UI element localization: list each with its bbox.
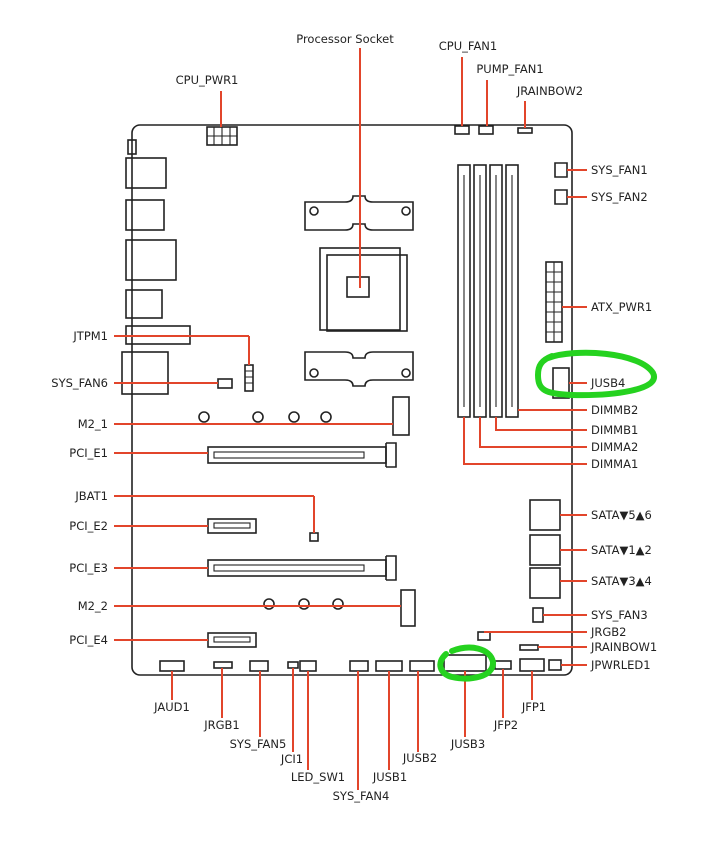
jtpm1-connector — [244, 364, 254, 392]
label-pci-e3: PCI_E3 — [69, 561, 108, 575]
label-sys-fan4: SYS_FAN4 — [333, 789, 390, 803]
pci-e2-slot — [207, 518, 257, 534]
jusb3-highlight-circle — [437, 644, 496, 682]
label-sata12: SATA▼1▲2 — [591, 543, 652, 557]
label-sata56: SATA▼5▲6 — [591, 508, 652, 522]
label-jusb1: JUSB1 — [372, 770, 407, 784]
label-jrgb2: JRGB2 — [590, 625, 627, 639]
label-pci-e1: PCI_E1 — [69, 446, 108, 460]
pci-e3-slot — [207, 555, 397, 581]
standoff-holes — [198, 411, 344, 610]
pci-e1-slot — [207, 442, 397, 468]
label-m2-2: M2_2 — [78, 599, 108, 613]
label-cpu-pwr1: CPU_PWR1 — [176, 73, 239, 87]
m2-1-slot — [392, 396, 410, 436]
label-sys-fan3: SYS_FAN3 — [591, 608, 648, 622]
board-outline — [131, 124, 573, 676]
label-jusb4: JUSB4 — [590, 376, 625, 390]
label-m2-1: M2_1 — [78, 417, 108, 431]
label-dimmb1: DIMMB1 — [591, 423, 638, 437]
label-jrgb1: JRGB1 — [203, 718, 240, 732]
label-jfp2: JFP2 — [493, 718, 518, 732]
label-sys-fan1: SYS_FAN1 — [591, 163, 648, 177]
atx-pwr1-connector — [545, 261, 563, 343]
pci-e4-slot — [207, 632, 257, 648]
cpu-pwr1-connector — [206, 126, 238, 146]
label-sata34: SATA▼3▲4 — [591, 574, 652, 588]
label-jusb2: JUSB2 — [402, 751, 437, 765]
label-processor-socket: Processor Socket — [296, 32, 394, 46]
label-led-sw1: LED_SW1 — [291, 770, 345, 784]
processor-socket — [319, 247, 408, 332]
label-jpwrled1: JPWRLED1 — [590, 658, 651, 672]
jusb4-highlight-circle — [535, 349, 657, 399]
label-jfp1: JFP1 — [521, 700, 546, 714]
dimm-slots — [457, 164, 519, 418]
jbat1-jumper — [309, 532, 319, 542]
label-jaud1: JAUD1 — [153, 700, 190, 714]
label-pump-fan1: PUMP_FAN1 — [476, 62, 543, 76]
label-pci-e2: PCI_E2 — [69, 519, 108, 533]
bottom-edge-headers — [159, 631, 562, 672]
label-atx-pwr1: ATX_PWR1 — [591, 300, 652, 314]
label-sys-fan6: SYS_FAN6 — [51, 376, 108, 390]
label-dimmb2: DIMMB2 — [591, 403, 638, 417]
component-labels: Processor Socket CPU_FAN1 PUMP_FAN1 JRAI… — [51, 32, 657, 803]
sys-fan3-header — [532, 607, 544, 623]
leader-lines — [114, 48, 587, 790]
label-jusb3: JUSB3 — [450, 737, 485, 751]
label-jrainbow2: JRAINBOW2 — [516, 84, 583, 98]
label-jrainbow1: JRAINBOW1 — [590, 640, 657, 654]
m2-2-slot — [400, 589, 416, 627]
sata-ports — [529, 499, 561, 599]
label-jtpm1: JTPM1 — [72, 329, 108, 343]
socket-bracket-bottom — [304, 351, 414, 387]
label-cpu-fan1: CPU_FAN1 — [439, 39, 497, 53]
label-pci-e4: PCI_E4 — [69, 633, 108, 647]
socket-bracket-top — [304, 195, 414, 231]
label-sys-fan2: SYS_FAN2 — [591, 190, 648, 204]
label-jbat1: JBAT1 — [74, 489, 108, 503]
label-sys-fan5: SYS_FAN5 — [230, 737, 287, 751]
label-dimma2: DIMMA2 — [591, 440, 638, 454]
label-jci1: JCI1 — [280, 752, 303, 766]
sys-fan6-header — [217, 378, 233, 389]
label-dimma1: DIMMA1 — [591, 457, 638, 471]
